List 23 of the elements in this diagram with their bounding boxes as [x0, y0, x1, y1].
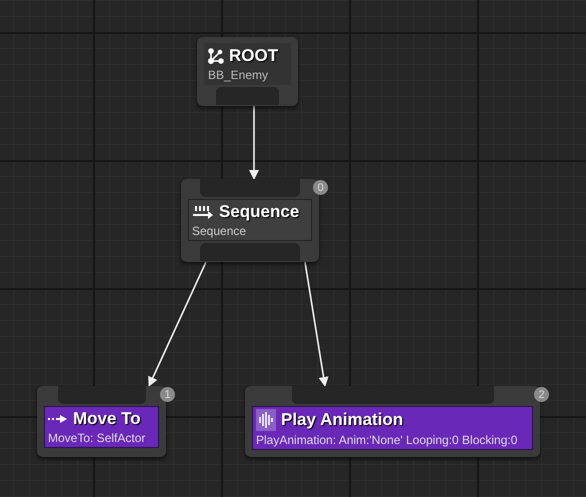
connection-pin — [200, 179, 300, 197]
node-card — [181, 179, 319, 262]
node-title: Move To — [73, 409, 141, 429]
arrow — [304, 262, 328, 387]
connection-pin — [200, 243, 300, 261]
node-subtitle: Sequence — [192, 224, 248, 238]
node-subtitle: BB_Enemy — [208, 68, 270, 82]
node-title: Sequence — [219, 202, 300, 222]
node-title: Play Animation — [281, 410, 404, 430]
order-badge: 1 — [160, 387, 175, 402]
node-card — [37, 386, 166, 457]
arrow — [148, 262, 207, 387]
order-badge: 2 — [534, 387, 549, 402]
connection-pin — [216, 87, 279, 105]
connection-pin — [292, 386, 494, 404]
node-card — [197, 37, 298, 106]
arrow — [249, 106, 259, 180]
node-subtitle: MoveTo: SelfActor — [48, 431, 146, 445]
node-title: ROOT — [229, 46, 278, 66]
connection-pin — [58, 386, 146, 404]
node-subtitle: PlayAnimation: Anim:'None' Looping:0 Blocking:0 — [256, 433, 518, 447]
order-badge: 0 — [313, 180, 328, 195]
node-card — [245, 386, 540, 457]
